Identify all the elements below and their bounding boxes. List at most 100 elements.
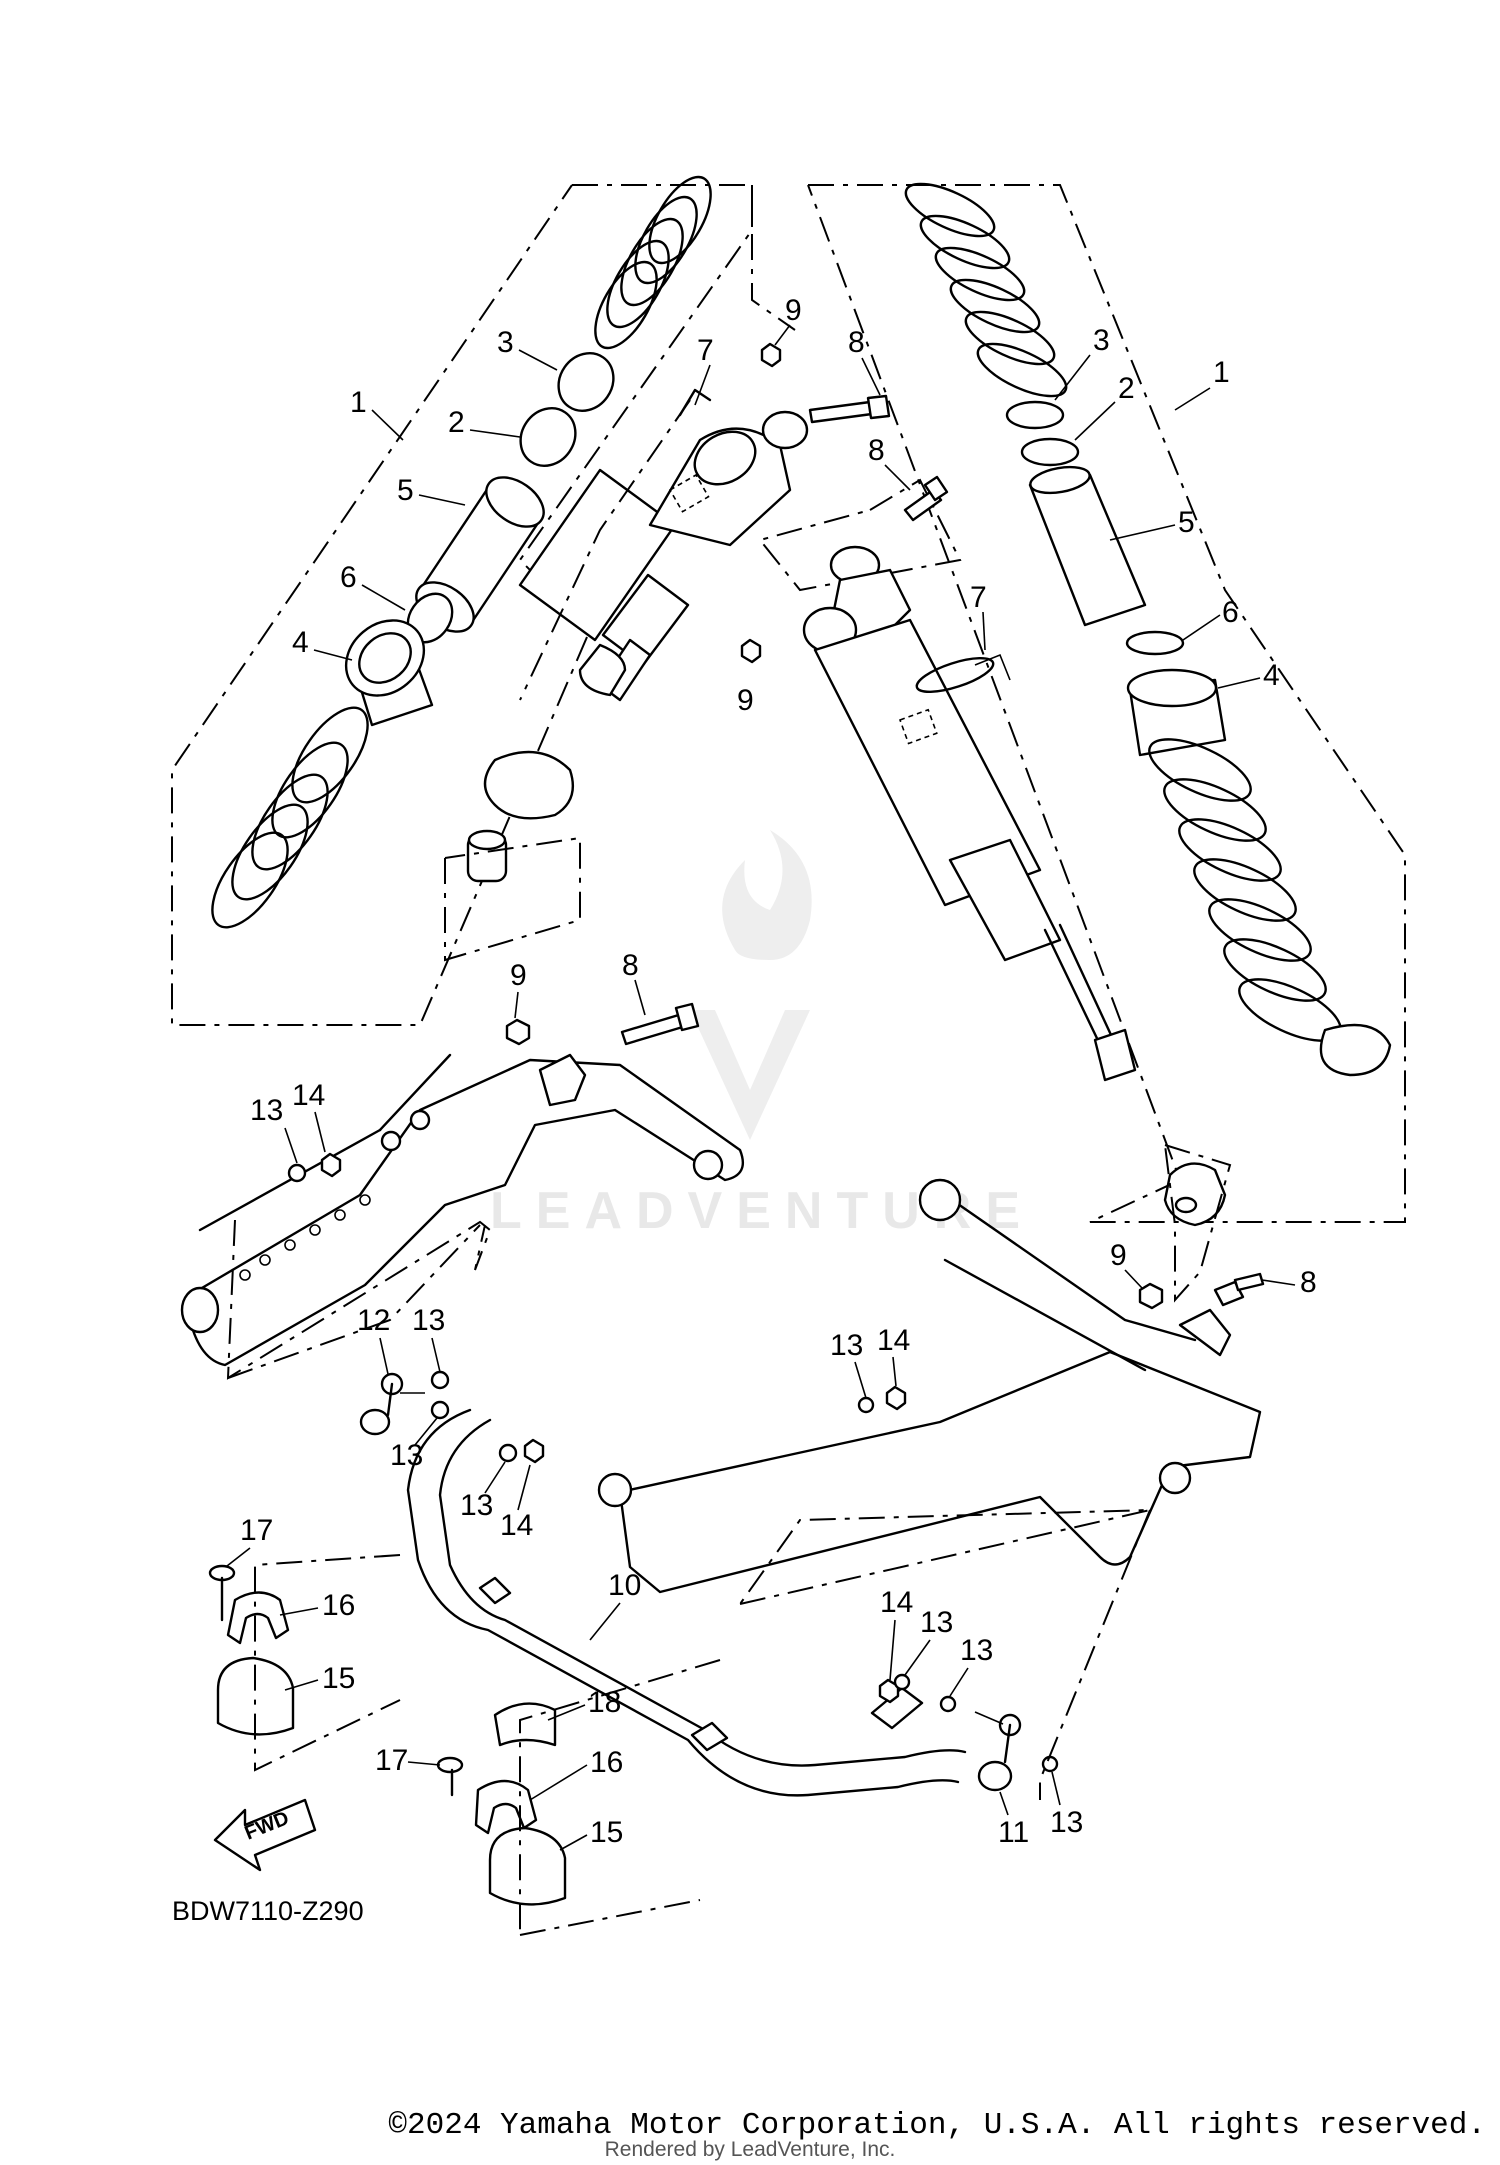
callout-9-arm-left: 9: [510, 959, 527, 992]
stabilizer-bar: [406, 1408, 967, 1797]
washer-13a: [430, 1370, 450, 1390]
callout-9-right: 9: [737, 684, 754, 717]
nut-14-right: [885, 1385, 907, 1411]
copyright-text: ©2024 Yamaha Motor Corporation, U.S.A. A…: [388, 2108, 1486, 2143]
left-shock-body: [518, 410, 809, 702]
nut-14-b: [523, 1438, 545, 1464]
left-spring-seat: [483, 750, 575, 820]
nut-9-right: [1138, 1282, 1164, 1310]
bolt-8-right: [1213, 1272, 1265, 1307]
callout-8-arm-right: 8: [1300, 1266, 1317, 1299]
callout-8-top: 8: [848, 326, 865, 359]
right-ring-3: [1005, 400, 1065, 430]
bolt-8-left: [620, 1002, 700, 1046]
nut-9-left: [505, 1018, 531, 1046]
nut-9-right-top: [740, 638, 762, 664]
callouts: 1 2 3 5 6 4 7 9 8 3 2 1 5 6 4 7: [226, 294, 1317, 1851]
right-rear-arm: [597, 1178, 1262, 1594]
callout-16b: 16: [590, 1746, 623, 1779]
right-sleeve-5: [1028, 465, 1147, 627]
callout-5-right: 5: [1178, 506, 1195, 539]
nut-14-arm: [320, 1152, 342, 1178]
callout-14-arm: 14: [292, 1079, 325, 1112]
callout-15b: 15: [590, 1816, 623, 1849]
left-ring-3: [557, 352, 615, 412]
callout-15a: 15: [322, 1662, 355, 1695]
link-12: [359, 1372, 425, 1436]
bushing-15a: [216, 1656, 295, 1736]
right-shock-body: [802, 545, 1137, 1082]
right-oring-6: [1125, 630, 1185, 656]
washer-13-e1: [893, 1673, 911, 1691]
right-collar-4: [1126, 668, 1227, 757]
callout-10: 10: [608, 1569, 641, 1602]
callout-13-arm: 13: [250, 1094, 283, 1127]
bushing-15b: [488, 1826, 567, 1906]
callout-13-link-mid: 13: [390, 1439, 423, 1472]
callout-8-arm-left: 8: [622, 949, 639, 982]
clamp-bolt-17a: [208, 1564, 236, 1622]
right-upper-spring: [904, 182, 1068, 398]
nut-9-top: [760, 342, 782, 368]
callout-12: 12: [357, 1304, 390, 1337]
callout-8-right-top: 8: [868, 434, 885, 467]
link-11: [974, 1711, 1022, 1792]
diagram-code: BDW7110-Z290: [172, 1896, 364, 1926]
bushing-18: [493, 1702, 557, 1747]
callout-6-left: 6: [340, 561, 357, 594]
callout-13-e1: 13: [920, 1606, 953, 1639]
callout-18: 18: [588, 1686, 621, 1719]
bolt-8-right-top: [903, 475, 949, 522]
bolt-8-top: [808, 394, 891, 424]
right-shock-group: [758, 182, 1406, 1303]
callout-3-left: 3: [497, 326, 514, 359]
washer-13-e3: [1041, 1755, 1059, 1773]
rendered-by-text: Rendered by LeadVenture, Inc.: [604, 2138, 896, 2161]
callout-5-left: 5: [397, 474, 414, 507]
callout-11: 11: [998, 1816, 1029, 1849]
callout-2-right: 2: [1118, 372, 1135, 405]
callout-7-right: 7: [970, 581, 987, 614]
left-collar-4: [344, 619, 434, 727]
right-ring-2: [1020, 437, 1080, 467]
left-lower-spring: [211, 706, 369, 929]
right-lower-spring: [1148, 738, 1342, 1042]
washer-13-right: [857, 1396, 875, 1414]
right-spring-seat: [1319, 1023, 1392, 1077]
nut-14-e: [878, 1678, 900, 1704]
left-rear-arm: [180, 1053, 745, 1367]
bracket-16a: [226, 1591, 290, 1645]
callout-13-link-top: 13: [412, 1304, 445, 1337]
left-shock-group: [171, 175, 809, 1026]
callout-17a: 17: [240, 1514, 273, 1547]
callout-14-right-arm: 14: [877, 1324, 910, 1357]
callout-4-right: 4: [1263, 659, 1280, 692]
washer-13b: [430, 1400, 450, 1420]
callout-13-right-arm: 13: [830, 1329, 863, 1362]
callout-1-right: 1: [1213, 356, 1230, 389]
left-lower-bushing: [466, 829, 508, 883]
washer-13-arm: [287, 1163, 307, 1183]
callout-16a: 16: [322, 1589, 355, 1622]
callout-14-e: 14: [880, 1586, 913, 1619]
washer-13c: [498, 1443, 518, 1463]
callout-9-arm-right: 9: [1110, 1239, 1127, 1272]
callout-14-link: 14: [500, 1509, 533, 1542]
callout-13-e2: 13: [960, 1634, 993, 1667]
callout-6-right: 6: [1222, 596, 1239, 629]
callout-13-link-low: 13: [460, 1489, 493, 1522]
left-ring-2: [519, 407, 577, 467]
washer-13-e2: [939, 1695, 957, 1713]
fwd-arrow: FWD: [213, 1798, 317, 1872]
callout-7-left: 7: [697, 334, 714, 367]
callout-2-left: 2: [448, 406, 465, 439]
bracket-16b: [474, 1779, 538, 1835]
left-upper-spring: [594, 175, 712, 350]
callout-1-left: 1: [350, 386, 367, 419]
callout-13-e3: 13: [1050, 1806, 1083, 1839]
callout-4-left: 4: [292, 626, 309, 659]
callout-3-right: 3: [1093, 324, 1110, 357]
clamp-bolt-17b: [436, 1756, 464, 1797]
callout-17b: 17: [375, 1744, 408, 1777]
